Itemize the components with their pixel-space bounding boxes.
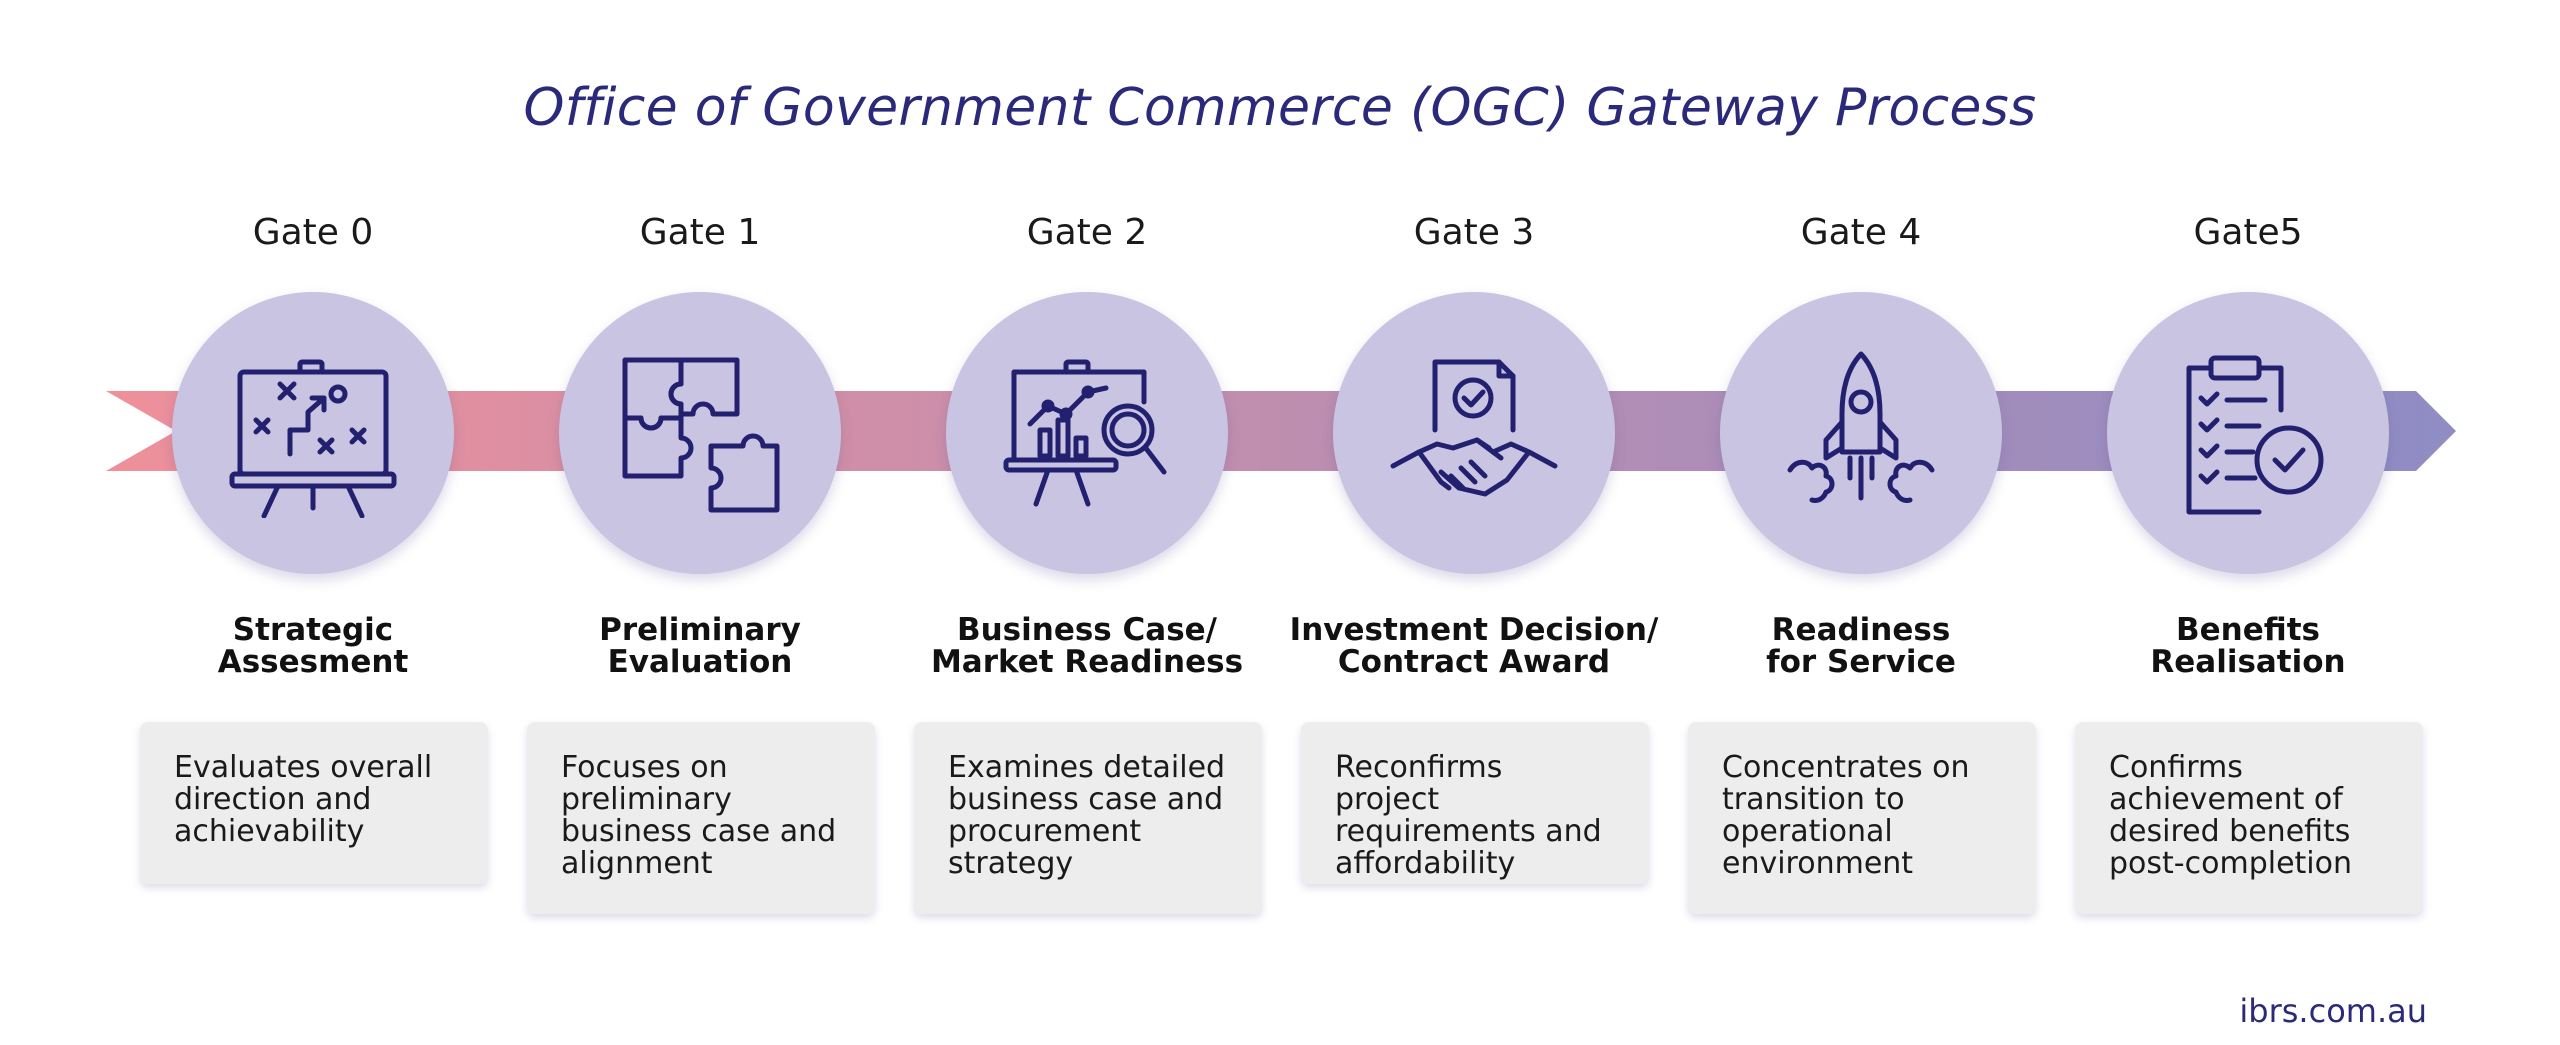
clipboard-checklist-icon [2186, 355, 2324, 515]
chart-magnifier-icon [1003, 359, 1167, 507]
description-line: operational [1722, 814, 1893, 849]
heading-line: Investment Decision/ [1289, 612, 1659, 648]
description-line: Evaluates overall [174, 750, 433, 785]
heading-line: Preliminary [599, 612, 801, 648]
heading-line: Assesment [217, 644, 409, 680]
description-line: post-completion [2109, 846, 2352, 881]
gate-description-card: Reconfirms project requirements and affo… [1301, 722, 1649, 884]
gate-heading: Business Case/ Market Readiness [892, 614, 1282, 678]
gate-circle [1720, 292, 2002, 574]
heading-line: Readiness [1771, 612, 1951, 648]
gate-label: Gate 4 [1800, 212, 1922, 253]
gate-label: Gate 3 [1413, 212, 1535, 253]
description-line: Reconfirms project [1335, 750, 1503, 817]
page-title: Office of Government Commerce (OGC) Gate… [523, 78, 2037, 138]
gate-heading: Preliminary Evaluation [505, 614, 895, 678]
gate-description-card: Concentrates on transition to operationa… [1688, 722, 2036, 914]
description-line: affordability [1335, 846, 1516, 881]
gate-label: Gate 0 [252, 212, 374, 253]
gate-circle [559, 292, 841, 574]
gate-description-card: Confirms achievement of desired benefits… [2075, 722, 2423, 914]
description-line: Concentrates on [1722, 750, 1970, 785]
process-arrow [106, 391, 2456, 471]
gate-label: Gate 1 [639, 212, 761, 253]
description-line: strategy [948, 846, 1074, 881]
heading-line: Benefits [2176, 612, 2320, 648]
gate-heading: Investment Decision/ Contract Award [1279, 614, 1669, 678]
description-line: procurement [948, 814, 1142, 849]
heading-line: for Service [1766, 644, 1956, 680]
gate-heading: Readiness for Service [1666, 614, 2056, 678]
gate-circle [1333, 292, 1615, 574]
description-line: preliminary [561, 782, 732, 817]
description-line: direction and [174, 782, 372, 817]
gate-description-card: Focuses on preliminary business case and… [527, 722, 875, 914]
heading-line: Strategic [232, 612, 394, 648]
heading-line: Evaluation [607, 644, 793, 680]
rocket-launch-icon [1787, 351, 1935, 503]
description-line: Examines detailed [948, 750, 1226, 785]
gate-circle [172, 292, 454, 574]
gate-circle [946, 292, 1228, 574]
footer-url: ibrs.com.au [2239, 992, 2427, 1030]
puzzle-pieces-icon [622, 357, 780, 513]
gate-heading: Strategic Assesment [118, 614, 508, 678]
description-line: desired benefits [2109, 814, 2351, 849]
gate-label: Gate5 [2193, 212, 2303, 253]
heading-line: Contract Award [1337, 644, 1611, 680]
heading-line: Business Case/ [956, 612, 1218, 648]
heading-line: Market Readiness [930, 644, 1244, 680]
description-line: requirements and [1335, 814, 1602, 849]
description-line: environment [1722, 846, 1914, 881]
gate-label: Gate 2 [1026, 212, 1148, 253]
description-line: achievability [174, 814, 365, 849]
gate-description-card: Examines detailed business case and proc… [914, 722, 1262, 914]
description-line: achievement of [2109, 782, 2343, 817]
gate-heading: Benefits Realisation [2053, 614, 2443, 678]
gate-circle [2107, 292, 2389, 574]
handshake-document-icon [1390, 359, 1558, 497]
gate-description-card: Evaluates overall direction and achievab… [140, 722, 488, 884]
heading-line: Realisation [2150, 644, 2346, 680]
description-line: Focuses on [561, 750, 728, 785]
description-line: Confirms [2109, 750, 2243, 785]
description-line: transition to [1722, 782, 1905, 817]
strategy-board-icon [229, 359, 397, 518]
description-line: business case and [948, 782, 1224, 817]
description-line: alignment [561, 846, 713, 881]
description-line: business case and [561, 814, 837, 849]
